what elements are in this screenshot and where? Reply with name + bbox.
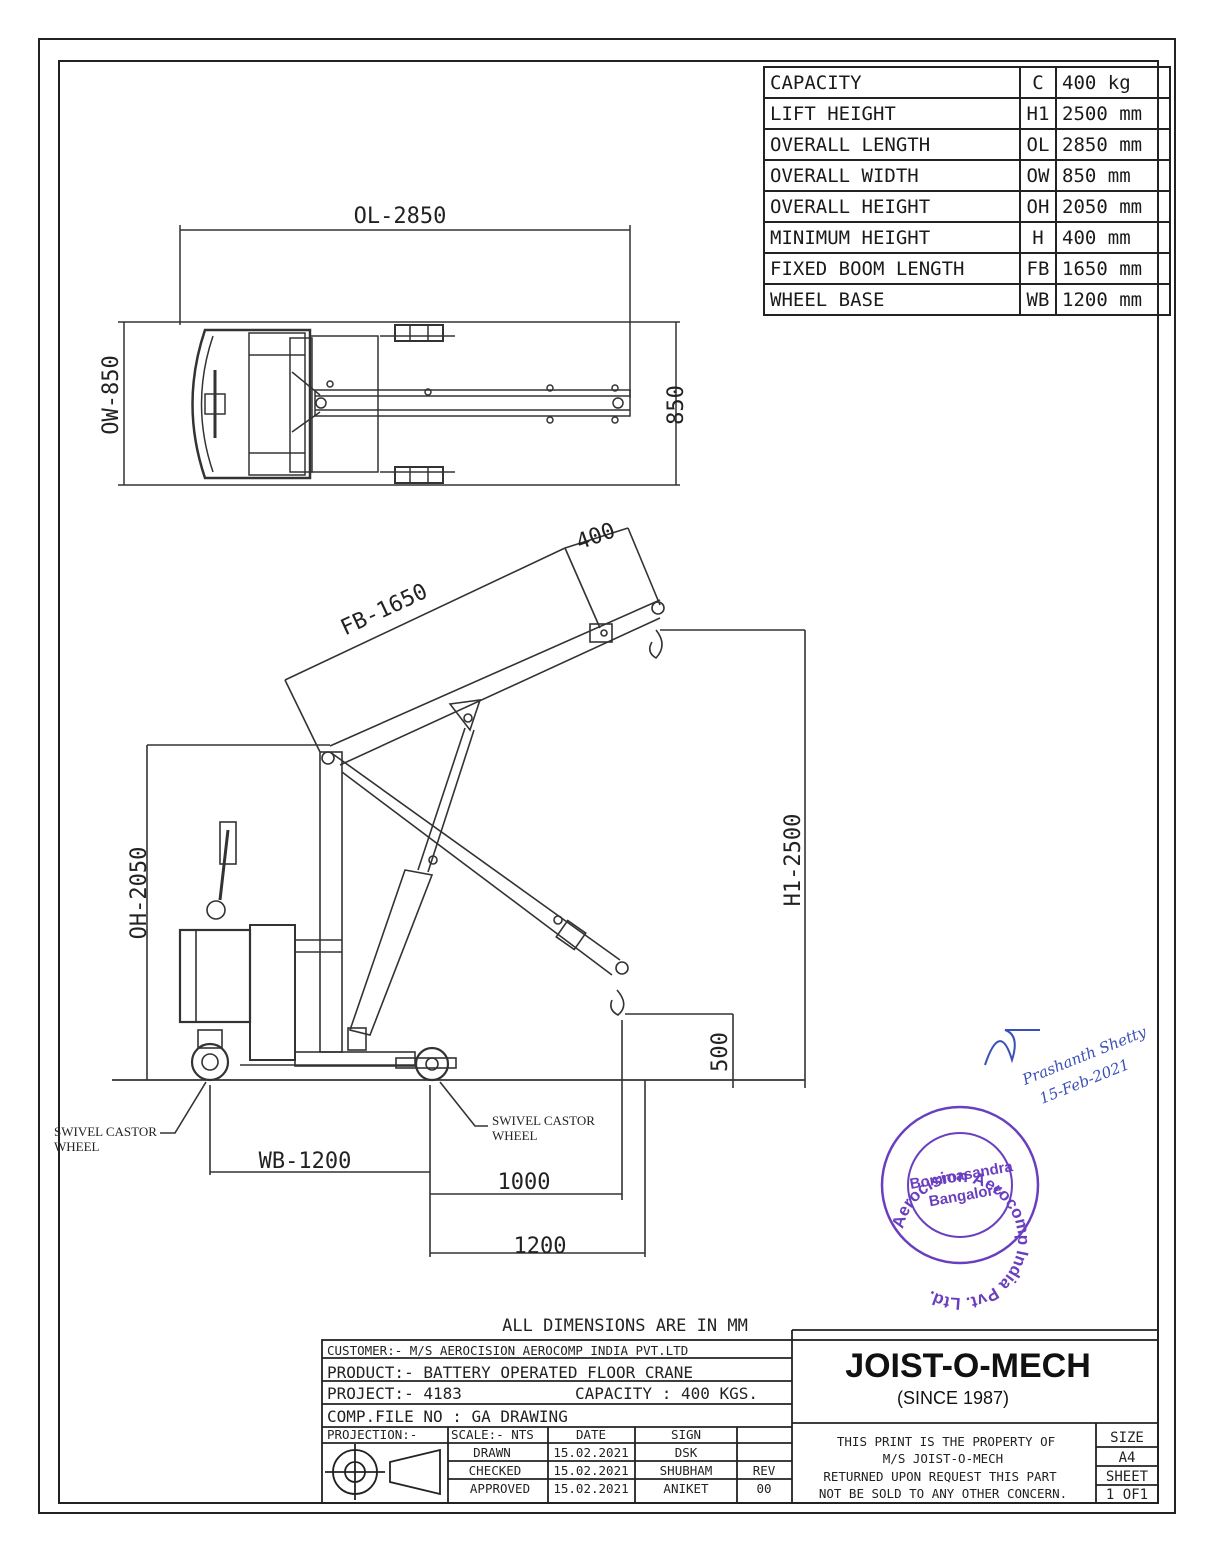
tb-sign-checked: SHUBHAM bbox=[660, 1463, 713, 1478]
company-stamp: Aerocision Aerocomp India Pvt. Ltd. Bomm… bbox=[880, 1105, 1040, 1313]
spec-label: CAPACITY bbox=[763, 66, 1021, 99]
side-view bbox=[112, 527, 806, 1257]
sheet-value: 1 OF1 bbox=[1106, 1487, 1148, 1503]
company-since: (SINCE 1987) bbox=[897, 1388, 1009, 1408]
size-label: SIZE bbox=[1110, 1430, 1144, 1446]
spec-value: 850 mm bbox=[1055, 159, 1171, 192]
dim-400: 400 bbox=[573, 518, 619, 555]
tb-sign-approved: ANIKET bbox=[663, 1481, 709, 1496]
signature: Prashanth Shetty 15-Feb-2021 bbox=[984, 1022, 1149, 1108]
tb-capacity: CAPACITY : 400 KGS. bbox=[575, 1384, 758, 1403]
size-value: A4 bbox=[1119, 1450, 1136, 1466]
tb-date-approved: 15.02.2021 bbox=[553, 1481, 628, 1496]
dim-h1: H1-2500 bbox=[781, 814, 806, 907]
title-block-frame bbox=[321, 1329, 1159, 1504]
tb-sign-drawn: DSK bbox=[675, 1445, 698, 1460]
callout-left-line2: WHEEL bbox=[54, 1139, 100, 1154]
spec-value: 1650 mm bbox=[1055, 252, 1171, 285]
spec-label: OVERALL HEIGHT bbox=[763, 190, 1021, 223]
spec-symbol: OW bbox=[1019, 159, 1057, 192]
spec-symbol: OH bbox=[1019, 190, 1057, 223]
tb-date-drawn: 15.02.2021 bbox=[553, 1445, 628, 1460]
callout-right-line1: SWIVEL CASTOR bbox=[492, 1113, 595, 1128]
spec-label: WHEEL BASE bbox=[763, 283, 1021, 316]
spec-symbol: H bbox=[1019, 221, 1057, 254]
dim-oh: OH-2050 bbox=[127, 847, 152, 940]
callout-right-line2: WHEEL bbox=[492, 1128, 538, 1143]
dim-500: 500 bbox=[708, 1032, 733, 1072]
spec-label: FIXED BOOM LENGTH bbox=[763, 252, 1021, 285]
top-view bbox=[118, 225, 680, 486]
spec-symbol: H1 bbox=[1019, 97, 1057, 130]
tb-customer: CUSTOMER:- M/S AEROCISION AEROCOMP INDIA… bbox=[327, 1343, 688, 1358]
spec-label: OVERALL WIDTH bbox=[763, 159, 1021, 192]
dim-wb: WB-1200 bbox=[259, 1149, 352, 1174]
tb-scale: SCALE:- NTS bbox=[451, 1427, 534, 1442]
dimensions-note: ALL DIMENSIONS ARE IN MM bbox=[502, 1316, 748, 1336]
tb-date-checked: 15.02.2021 bbox=[553, 1463, 628, 1478]
tb-role-checked: CHECKED bbox=[469, 1463, 522, 1478]
spec-value: 2850 mm bbox=[1055, 128, 1171, 161]
spec-label: MINIMUM HEIGHT bbox=[763, 221, 1021, 254]
tb-comp-file: COMP.FILE NO : GA DRAWING bbox=[327, 1407, 568, 1426]
tb-rev-label: REV bbox=[753, 1463, 776, 1478]
dim-ol: OL-2850 bbox=[354, 204, 447, 229]
spec-symbol: OL bbox=[1019, 128, 1057, 161]
spec-value: 400 mm bbox=[1055, 221, 1171, 254]
tb-date-hdr: DATE bbox=[576, 1427, 606, 1442]
dim-ow: OW-850 bbox=[99, 355, 124, 434]
tb-rev-value: 00 bbox=[756, 1481, 771, 1496]
dim-1200: 1200 bbox=[514, 1234, 567, 1259]
outer-border bbox=[38, 38, 1176, 1514]
spec-value: 1200 mm bbox=[1055, 283, 1171, 316]
tb-project: PROJECT:- 4183 bbox=[327, 1384, 462, 1403]
spec-symbol: C bbox=[1019, 66, 1057, 99]
property-line4: NOT BE SOLD TO ANY OTHER CONCERN. bbox=[819, 1486, 1067, 1501]
spec-value: 2050 mm bbox=[1055, 190, 1171, 223]
property-line2: M/S JOIST-O-MECH bbox=[883, 1451, 1003, 1466]
dim-850: 850 bbox=[664, 385, 689, 425]
dim-1000: 1000 bbox=[498, 1170, 551, 1195]
spec-label: OVERALL LENGTH bbox=[763, 128, 1021, 161]
spec-value: 400 kg bbox=[1055, 66, 1171, 99]
spec-symbol: FB bbox=[1019, 252, 1057, 285]
spec-value: 2500 mm bbox=[1055, 97, 1171, 130]
tb-sign-hdr: SIGN bbox=[671, 1427, 701, 1442]
spec-label: LIFT HEIGHT bbox=[763, 97, 1021, 130]
tb-projection: PROJECTION:- bbox=[327, 1427, 417, 1442]
property-line3: RETURNED UPON REQUEST THIS PART bbox=[823, 1469, 1057, 1484]
spec-symbol: WB bbox=[1019, 283, 1057, 316]
property-line1: THIS PRINT IS THE PROPERTY OF bbox=[837, 1434, 1055, 1449]
dim-fb: FB-1650 bbox=[337, 579, 432, 641]
sheet-label: SHEET bbox=[1106, 1469, 1149, 1485]
tb-product: PRODUCT:- BATTERY OPERATED FLOOR CRANE bbox=[327, 1363, 693, 1382]
tb-role-approved: APPROVED bbox=[470, 1481, 530, 1496]
tb-role-drawn: DRAWN bbox=[473, 1445, 511, 1460]
company-name: JOIST-O-MECH bbox=[845, 1347, 1091, 1385]
callout-left-line1: SWIVEL CASTOR bbox=[54, 1124, 157, 1139]
